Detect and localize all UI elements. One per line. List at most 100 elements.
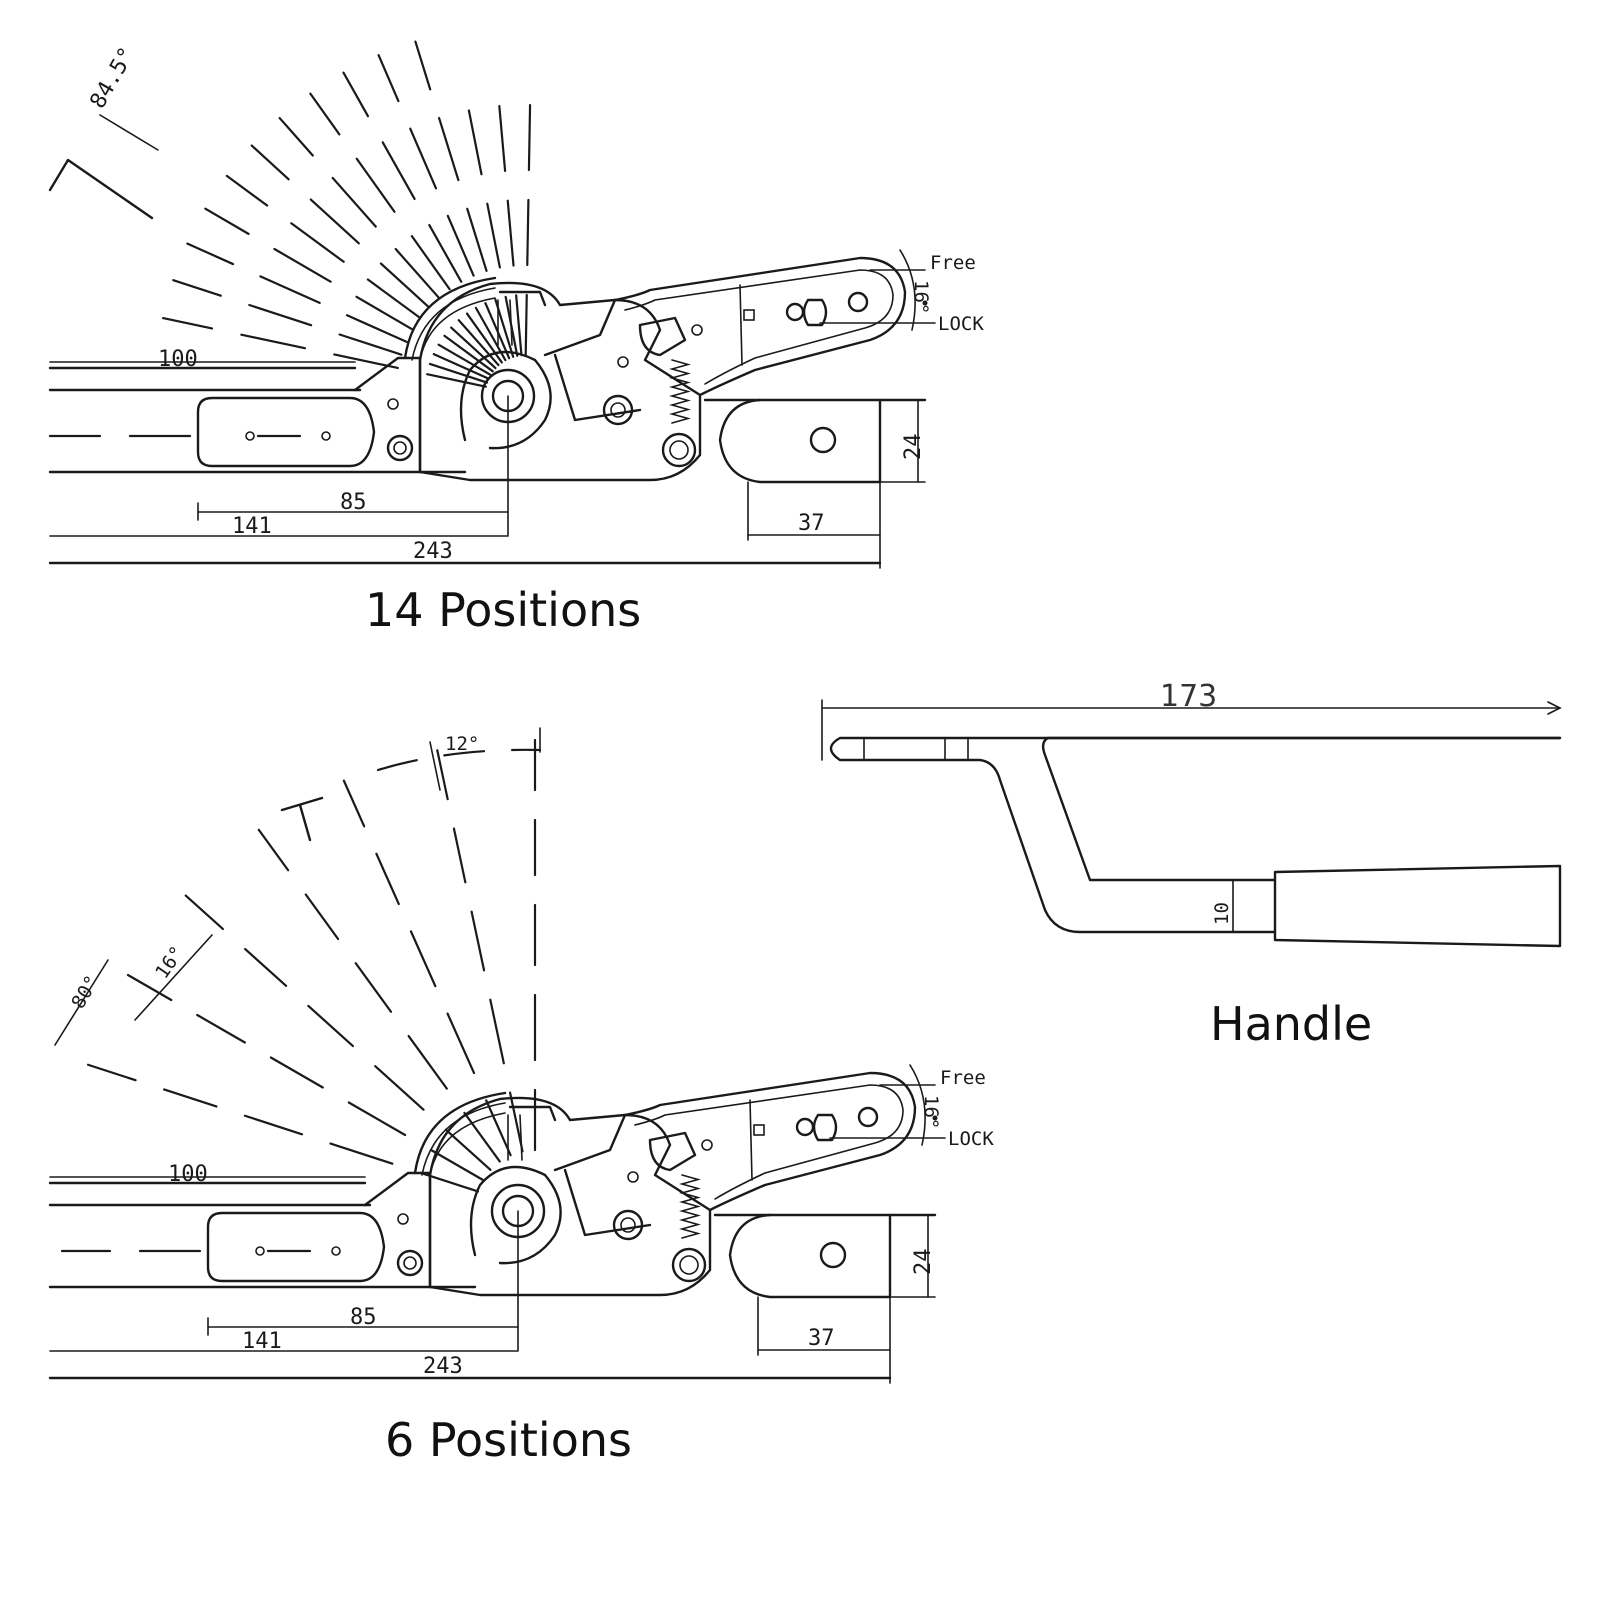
angle-ray [407,1034,448,1090]
angle-ray [374,1065,425,1111]
dim-173-handle: 173 [1160,679,1217,714]
dim-24-top: 24 [901,434,926,461]
angle-ray [225,174,269,207]
angle-ray [355,157,396,213]
angle-ray [243,1114,304,1136]
angle-ray [437,116,460,182]
angle-ray [486,202,501,269]
state-label-lock-top: LOCK [938,313,984,335]
dim-100-bottom: 100 [168,1162,208,1187]
dim-37-top: 37 [798,511,825,536]
travel-label-top: 16° [910,280,932,314]
angle-ray [338,333,403,356]
angle-ray [331,176,377,228]
angle-ray [309,92,341,136]
angle-rays-14 [161,40,532,388]
angle-ray [428,223,463,283]
angle-ray [470,910,486,972]
angle-ray [515,294,523,357]
angle-ray [162,1088,218,1108]
angle-ray [437,343,492,376]
angle-ray [506,199,515,267]
angle-ray [259,275,321,305]
dim-243-bottom: 243 [423,1354,463,1379]
angle-ray [355,295,414,331]
angle-ray [526,198,530,267]
angle-ray [394,247,440,299]
angle-ray [381,141,416,201]
angle-ray [86,1063,137,1082]
angle-ray [172,279,222,297]
angle-ray [429,1148,485,1182]
angle-annotations-6: 12° 80° 16° [54,727,542,1046]
angle-ray [444,1128,492,1171]
angle-ray [524,293,528,357]
caption-6-positions: 6 Positions [385,1413,632,1467]
figure-handle: 173 10 Handle [821,679,1562,1051]
angle-ray [354,962,393,1013]
angle-ray [304,893,340,941]
angle-ray [273,247,332,283]
angle-ray [342,71,370,118]
angle-ray [414,40,432,91]
angle-ray [432,352,490,380]
angle-ray [269,1056,324,1089]
dim-85-top: 85 [340,490,367,515]
angle-ray [244,947,288,987]
angle-ray [446,214,475,277]
angle-ray [450,326,497,370]
angle-ray [379,262,431,309]
dim-141-bottom: 141 [242,1329,282,1354]
angle-ray [257,828,290,872]
figure-6-positions: 12° 80° 16° [48,727,994,1467]
angle-ray [426,373,487,388]
dim-10-handle: 10 [1211,902,1233,925]
dim-100-top: 100 [158,347,198,372]
angle-ray [250,144,290,181]
recliner-mechanism-bottom: Free LOCK 16° 100 85 141 243 37 24 [48,1064,994,1384]
angle-ray [290,222,345,263]
dim-37-bottom: 37 [808,1326,835,1351]
dimension-lines-top: 100 85 141 243 37 24 [48,347,926,569]
angle-ray [345,314,408,343]
angle-ray [466,207,488,272]
angle-ray [457,319,500,367]
angle-ray [248,303,313,327]
angle-ray [161,316,214,330]
travel-label-bottom: 16° [920,1095,942,1129]
angle-marker-84-5: 84.5° [48,43,159,220]
angle-label-16: 16° [151,942,189,983]
dim-24-bottom: 24 [911,1249,936,1276]
dim-141-top: 141 [232,514,272,539]
angle-ray [342,779,366,828]
angle-label-84-5: 84.5° [86,43,141,113]
angle-ray [204,207,250,235]
angle-ray [452,827,467,884]
angle-ray [309,198,360,245]
state-label-lock-bottom: LOCK [948,1128,994,1150]
angle-ray [184,894,224,931]
angle-ray [485,1099,512,1157]
angle-ray [196,1013,246,1044]
recliner-mechanism-top: Free LOCK 16° [48,249,984,536]
angle-ray [409,930,437,988]
angle-ray [377,54,400,103]
angle-ray [409,127,438,190]
angle-ray [307,1004,355,1048]
angle-ray [126,973,173,1002]
dim-85-bottom: 85 [350,1305,377,1330]
angle-ray [446,1012,476,1075]
angle-ray [428,362,489,384]
state-label-free-top: Free [930,252,976,274]
angle-ray [186,242,235,266]
angle-ray [375,852,400,906]
figure-14-positions: 84.5° [48,40,984,637]
angle-label-80: 80° [67,972,103,1013]
dim-243-top: 243 [413,539,453,564]
caption-handle: Handle [1210,997,1372,1051]
angle-ray [467,109,483,176]
angle-ray [410,235,451,291]
angle-ray [527,103,532,172]
angle-ray [443,334,494,373]
